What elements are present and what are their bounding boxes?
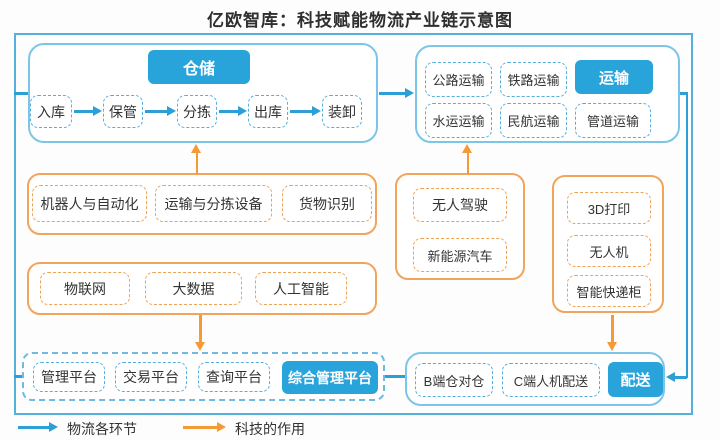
flow-line bbox=[675, 376, 687, 379]
warehouse-badge: 仓储 bbox=[148, 50, 250, 84]
step-box-outbound: 出库 bbox=[248, 95, 288, 128]
flow-arrow-icon bbox=[238, 106, 247, 116]
delivery-mode-b2b: B端仓对仓 bbox=[415, 363, 493, 397]
step-box-loading: 装卸 bbox=[322, 95, 362, 128]
flow-arrow-icon bbox=[312, 106, 321, 116]
outer-frame bbox=[14, 33, 693, 415]
flow-line bbox=[685, 92, 688, 378]
step-box-storage: 保管 bbox=[103, 95, 143, 128]
tech-box-smart-locker: 智能快递柜 bbox=[567, 275, 651, 307]
legend-technology-arrow-icon bbox=[217, 422, 226, 432]
platform-box-trading: 交易平台 bbox=[115, 362, 187, 392]
tech-arrow-icon bbox=[606, 342, 617, 351]
step-box-sorting: 分拣 bbox=[177, 95, 217, 128]
flow-arrow-icon bbox=[405, 88, 414, 98]
flow-line bbox=[385, 375, 405, 378]
tech-line bbox=[611, 315, 614, 343]
page-title: 亿欧智库：科技赋能物流产业链示意图 bbox=[207, 11, 513, 30]
tech-box-robotics: 机器人与自动化 bbox=[32, 185, 147, 222]
tech-box-cargo-recognition: 货物识别 bbox=[282, 185, 372, 222]
tech-box-new-energy-vehicle: 新能源汽车 bbox=[413, 238, 507, 272]
integrated-platform-badge: 综合管理平台 bbox=[282, 361, 378, 394]
flow-line bbox=[290, 110, 313, 113]
tech-arrow-icon bbox=[191, 144, 201, 153]
legend-logistics-arrow-icon bbox=[49, 422, 58, 432]
tech-box-3d-printing: 3D打印 bbox=[567, 192, 651, 224]
step-box-inbound: 入库 bbox=[30, 95, 72, 128]
tech-box-autonomous-driving: 无人驾驶 bbox=[413, 188, 507, 222]
flow-line bbox=[379, 92, 406, 95]
tech-arrow-icon bbox=[462, 144, 472, 153]
flow-line bbox=[680, 92, 688, 95]
tech-box-bigdata: 大数据 bbox=[145, 272, 242, 305]
transport-mode-road: 公路运输 bbox=[425, 62, 492, 97]
flow-line bbox=[219, 110, 239, 113]
legend-logistics-label: 物流各环节 bbox=[67, 421, 137, 437]
tech-box-iot: 物联网 bbox=[40, 272, 130, 305]
legend-technology-label: 科技的作用 bbox=[235, 421, 305, 437]
tech-line bbox=[195, 152, 198, 174]
flow-line bbox=[145, 110, 169, 113]
transport-mode-rail: 铁路运输 bbox=[500, 62, 567, 97]
tech-line bbox=[199, 315, 202, 343]
tech-line bbox=[466, 152, 469, 174]
legend-technology-line bbox=[183, 426, 218, 429]
tech-arrow-icon bbox=[194, 342, 205, 351]
transport-mode-pipeline: 管道运输 bbox=[575, 103, 651, 138]
platform-box-query: 查询平台 bbox=[198, 362, 270, 392]
tech-box-drone: 无人机 bbox=[567, 235, 651, 267]
platform-box-management: 管理平台 bbox=[33, 362, 105, 392]
legend-logistics-line bbox=[18, 426, 50, 429]
flow-line bbox=[14, 92, 28, 95]
tech-box-sorting-equipment: 运输与分拣设备 bbox=[155, 185, 272, 222]
transport-badge: 运输 bbox=[575, 60, 653, 94]
flow-line bbox=[14, 375, 22, 378]
transport-mode-water: 水运运输 bbox=[425, 103, 492, 138]
tech-box-ai: 人工智能 bbox=[255, 272, 347, 305]
flow-arrow-icon bbox=[167, 106, 176, 116]
flow-arrow-icon bbox=[666, 372, 675, 382]
flow-line bbox=[74, 110, 94, 113]
transport-mode-air: 民航运输 bbox=[500, 103, 567, 138]
delivery-mode-c2c: C端人机配送 bbox=[502, 363, 600, 397]
flow-arrow-icon bbox=[93, 106, 102, 116]
delivery-badge: 配送 bbox=[608, 362, 663, 397]
